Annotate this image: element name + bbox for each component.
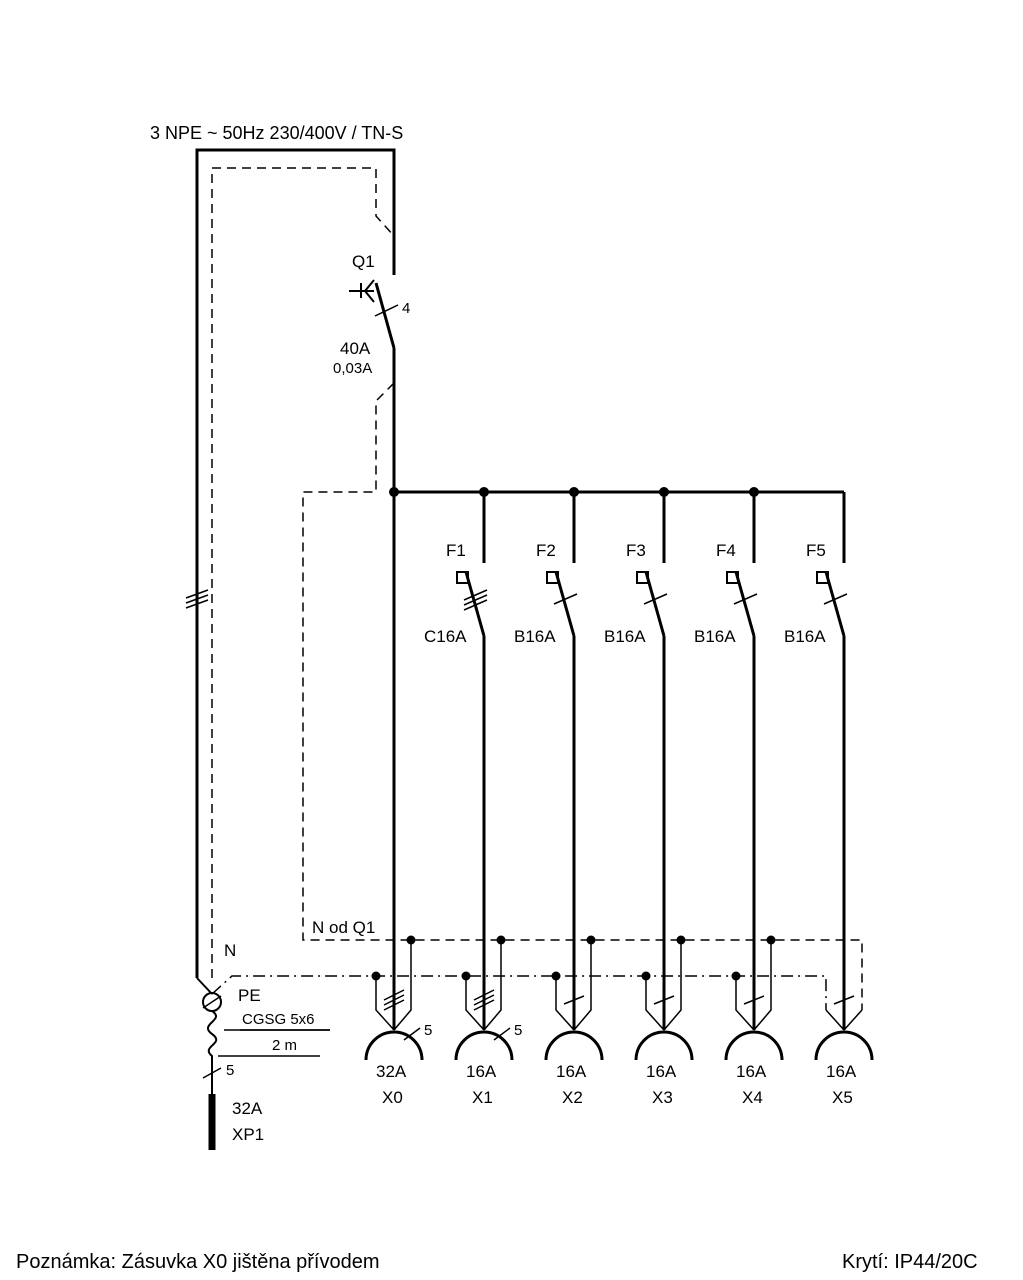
n-from-q1-label: N od Q1 [312,918,375,937]
x5-name: X5 [832,1088,853,1107]
x0-name: X0 [382,1088,403,1107]
f3-rating: B16A [604,627,646,646]
x1-name: X1 [472,1088,493,1107]
breaker-f2: F2 B16A [514,492,578,1030]
x4-rating: 16A [736,1062,767,1081]
f5-name: F5 [806,541,826,560]
f1-rating: C16A [424,627,467,646]
breaker-f1: F1 C16A [424,492,488,1030]
f3-name: F3 [626,541,646,560]
neutral-loop [211,167,863,1010]
q1-residual: 0,03A [333,360,372,377]
x1-conductors: 5 [514,1022,522,1039]
x5-rating: 16A [826,1062,857,1081]
cable-length: 2 m [272,1037,297,1054]
f1-name: F1 [446,541,466,560]
x3-name: X3 [652,1088,673,1107]
pe-label: PE [238,986,261,1005]
footer-note: Poznámka: Zásuvka X0 jištěna přívodem [16,1251,380,1273]
footer-protection: Krytí: IP44/20C [842,1251,978,1273]
socket-x2: 16A X2 [544,940,604,1107]
q1-rating: 40A [340,339,371,358]
supply-line [185,148,396,995]
x0-rating: 32A [376,1062,407,1081]
breaker-f4: F4 B16A [694,492,758,1030]
socket-x1: 5 16A X1 [454,940,522,1107]
socket-x5: 16A X5 [814,995,874,1107]
f2-rating: B16A [514,627,556,646]
x0-conductors: 5 [424,1022,432,1039]
plug-name: XP1 [232,1125,264,1144]
cable-type: CGSG 5x6 [242,1011,315,1028]
supply-label: 3 NPE ~ 50Hz 230/400V / TN-S [150,123,403,143]
q1-rcbo: Q1 4 40A 0,03A [333,252,410,492]
f5-rating: B16A [784,627,826,646]
x2-rating: 16A [556,1062,587,1081]
pe-terminal: PE [202,986,261,1012]
q1-name: Q1 [352,252,375,271]
breaker-f3: F3 B16A [604,492,668,1030]
n-label: N [224,941,236,960]
f2-name: F2 [536,541,556,560]
busbar [389,487,844,497]
socket-x0: 5 32A X0 [364,940,432,1107]
socket-x3: 16A X3 [634,940,694,1107]
socket-x4: 16A X4 [724,940,784,1107]
x4-name: X4 [742,1088,763,1107]
x3-rating: 16A [646,1062,677,1081]
supply-plug: 32A XP1 [208,1094,264,1150]
q1-poles: 4 [402,300,410,317]
supply-cable: CGSG 5x6 2 m 5 [202,1010,330,1094]
x2-name: X2 [562,1088,583,1107]
pe-line [211,971,827,1010]
plug-rating: 32A [232,1099,263,1118]
breaker-f5: F5 B16A [784,492,848,1030]
f4-name: F4 [716,541,736,560]
x1-rating: 16A [466,1062,497,1081]
cable-conductors: 5 [226,1062,234,1079]
f4-rating: B16A [694,627,736,646]
